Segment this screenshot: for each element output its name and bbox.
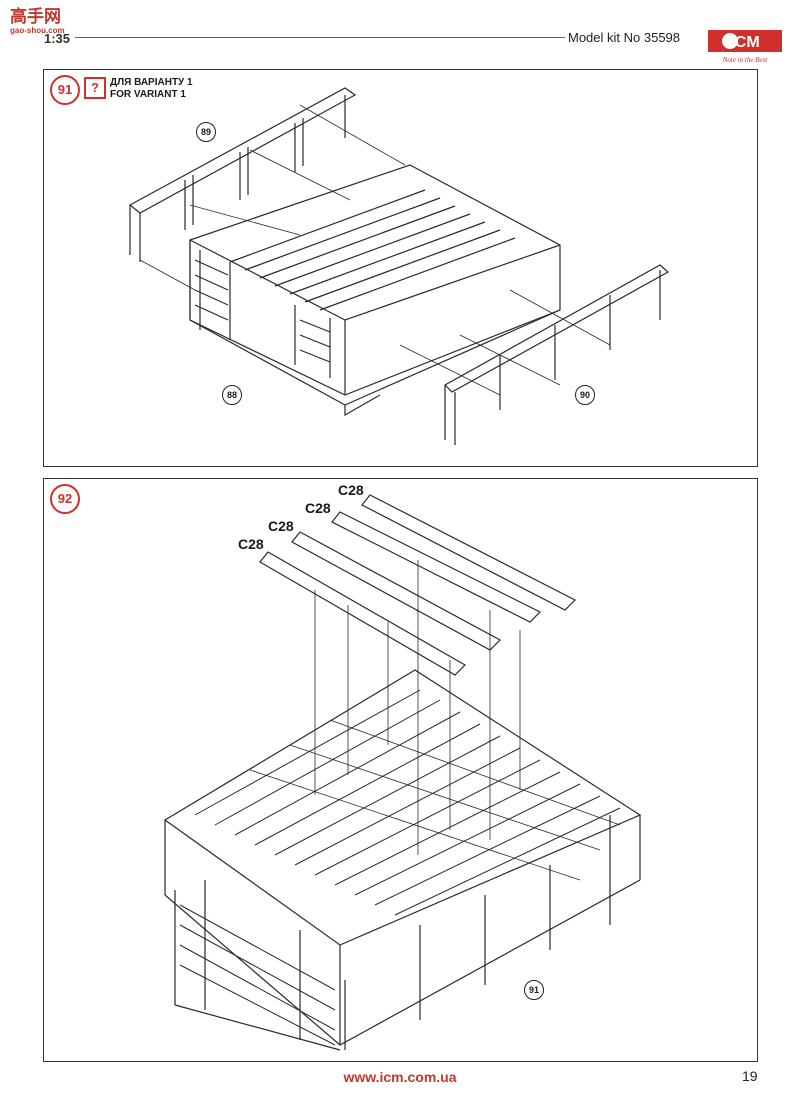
watermark-text: 高手网 <box>10 7 61 27</box>
header-rule <box>75 37 565 38</box>
logo-text: ICM <box>730 34 759 51</box>
callout-89: 89 <box>196 122 216 142</box>
part-label-c28-3: C28 <box>268 518 294 534</box>
step-91-number: 91 <box>50 75 80 105</box>
icm-logo: ICM Note in the Best <box>702 22 788 66</box>
step-92-panel <box>43 478 758 1062</box>
kit-number: Model kit No 35598 <box>568 30 681 45</box>
step-92-number: 92 <box>50 484 80 514</box>
part-label-c28-2: C28 <box>305 500 331 516</box>
scale-label: 1:35 <box>44 31 71 46</box>
callout-91: 91 <box>524 980 544 1000</box>
variant-caption: ДЛЯ ВАРІАНТУ 1 FOR VARIANT 1 <box>110 77 193 101</box>
step-91-panel <box>43 69 758 467</box>
variant-en: FOR VARIANT 1 <box>110 89 186 100</box>
variant-ua: ДЛЯ ВАРІАНТУ 1 <box>110 77 193 88</box>
logo-mark: ICM Note in the Best <box>708 30 782 64</box>
callout-88: 88 <box>222 385 242 405</box>
part-label-c28-1: C28 <box>338 482 364 498</box>
part-label-c28-4: C28 <box>238 536 264 552</box>
variant-hint-icon: ? <box>84 77 106 99</box>
watermark-url: gao-shou.com <box>10 26 65 35</box>
footer-url[interactable]: www.icm.com.ua <box>343 1069 457 1085</box>
watermark: 高手网 gao-shou.com <box>10 8 80 36</box>
logo-tagline: Note in the Best <box>722 56 769 64</box>
callout-90: 90 <box>575 385 595 405</box>
page-number: 19 <box>742 1068 758 1084</box>
